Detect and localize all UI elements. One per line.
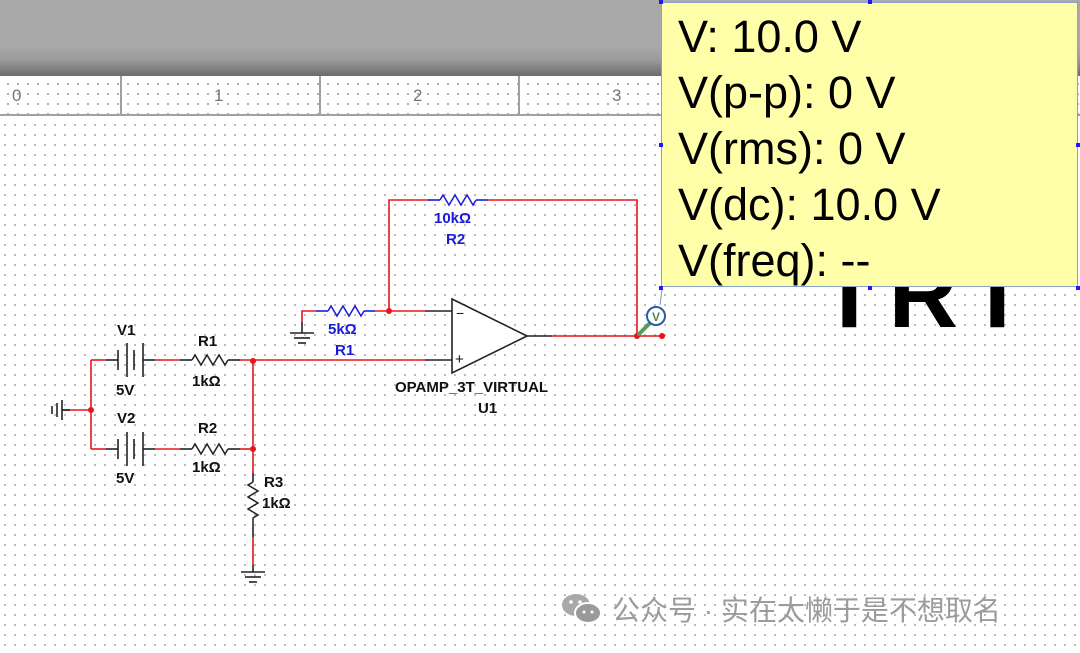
reading-v-dc: V(dc): 10.0 V (678, 179, 941, 230)
ground-r3-icon (241, 571, 265, 583)
reading-v-pp: V(p-p): 0 V (678, 67, 896, 118)
ruler-label: 1 (214, 86, 224, 105)
probe-head-icon (646, 306, 666, 326)
opamp-model: OPAMP_3T_VIRTUAL (395, 379, 548, 396)
battery-v2-icon[interactable] (117, 432, 144, 466)
resistor-5k-value: 5kΩ (328, 321, 357, 338)
watermark: 公众号 · 实在太懒于是不想取名 (560, 588, 1001, 630)
source-v1-name: V1 (117, 322, 135, 339)
junction-dot (659, 333, 665, 339)
ruler-cell-2: 2 (319, 76, 518, 114)
junctions (88, 308, 665, 452)
selection-handle[interactable] (868, 286, 872, 290)
selection-handle[interactable] (659, 0, 663, 4)
component-leads (106, 310, 552, 572)
ground-opamp-icon (290, 322, 314, 344)
ruler-label: 0 (12, 86, 22, 105)
resistor-10k-name: R2 (446, 231, 465, 248)
selection-handle[interactable] (659, 143, 663, 147)
resistor-5k-name: R1 (335, 342, 354, 359)
resistor-r3-name: R3 (264, 474, 283, 491)
resistor-r1-value: 1kΩ (192, 373, 221, 390)
reading-v-rms: V(rms): 0 V (678, 123, 906, 174)
ruler-label: 2 (413, 86, 423, 105)
ruler-label: 3 (612, 86, 622, 105)
wire (301, 310, 316, 322)
resistor-5k-icon[interactable] (327, 304, 365, 318)
ground-left-icon (51, 400, 70, 420)
opamp-ref: U1 (478, 400, 497, 417)
junction-dot (88, 407, 94, 413)
opamp-u1[interactable]: − + (451, 297, 529, 375)
selection-handle[interactable] (1076, 143, 1080, 147)
source-v1-value: 5V (116, 382, 134, 399)
wechat-icon (562, 594, 602, 624)
blue-resistor-leads (316, 199, 488, 312)
ruler-cell-0: 0 (0, 76, 120, 114)
selection-handle[interactable] (868, 0, 872, 4)
watermark-text: 公众号 · 实在太懒于是不想取名 (612, 595, 1001, 626)
resistor-r3-value: 1kΩ (262, 495, 291, 512)
opamp-minus: − (456, 305, 464, 321)
resistor-r1-name: R1 (198, 333, 217, 350)
source-v2-name: V2 (117, 410, 135, 427)
selection-handle[interactable] (1076, 286, 1080, 290)
resistor-r2-input-icon[interactable] (191, 442, 229, 456)
junction-dot (386, 308, 392, 314)
opamp-triangle-icon (451, 297, 529, 375)
resistor-r1-input-icon[interactable] (191, 353, 229, 367)
ruler-cell-3: 3 (518, 76, 717, 114)
source-v2-value: 5V (116, 470, 134, 487)
resistor-r2-value: 1kΩ (192, 459, 221, 476)
voltage-probe[interactable]: V (637, 288, 666, 336)
resistor-10k-icon[interactable] (439, 193, 477, 207)
wires (62, 199, 662, 565)
battery-v1-icon[interactable] (117, 343, 144, 377)
reading-v-freq: V(freq): -- (678, 235, 871, 286)
resistor-r3-icon[interactable] (246, 481, 260, 527)
reading-v: V: 10.0 V (678, 11, 862, 62)
junction-dot (250, 358, 256, 364)
wire (388, 199, 428, 311)
wire (488, 199, 638, 336)
ruler-cell-1: 1 (120, 76, 319, 114)
opamp-plus: + (455, 351, 464, 368)
probe-label: V (652, 310, 660, 324)
selection-handle[interactable] (659, 286, 663, 290)
probe-leader-line (659, 288, 663, 306)
probe-handle-icon (637, 320, 653, 336)
resistor-10k-value: 10kΩ (434, 210, 471, 227)
junction-dot (250, 446, 256, 452)
probe-readout-tooltip: V: 10.0 V V(p-p): 0 V V(rms): 0 V V(dc):… (661, 2, 1078, 287)
resistor-r2-name: R2 (198, 420, 217, 437)
